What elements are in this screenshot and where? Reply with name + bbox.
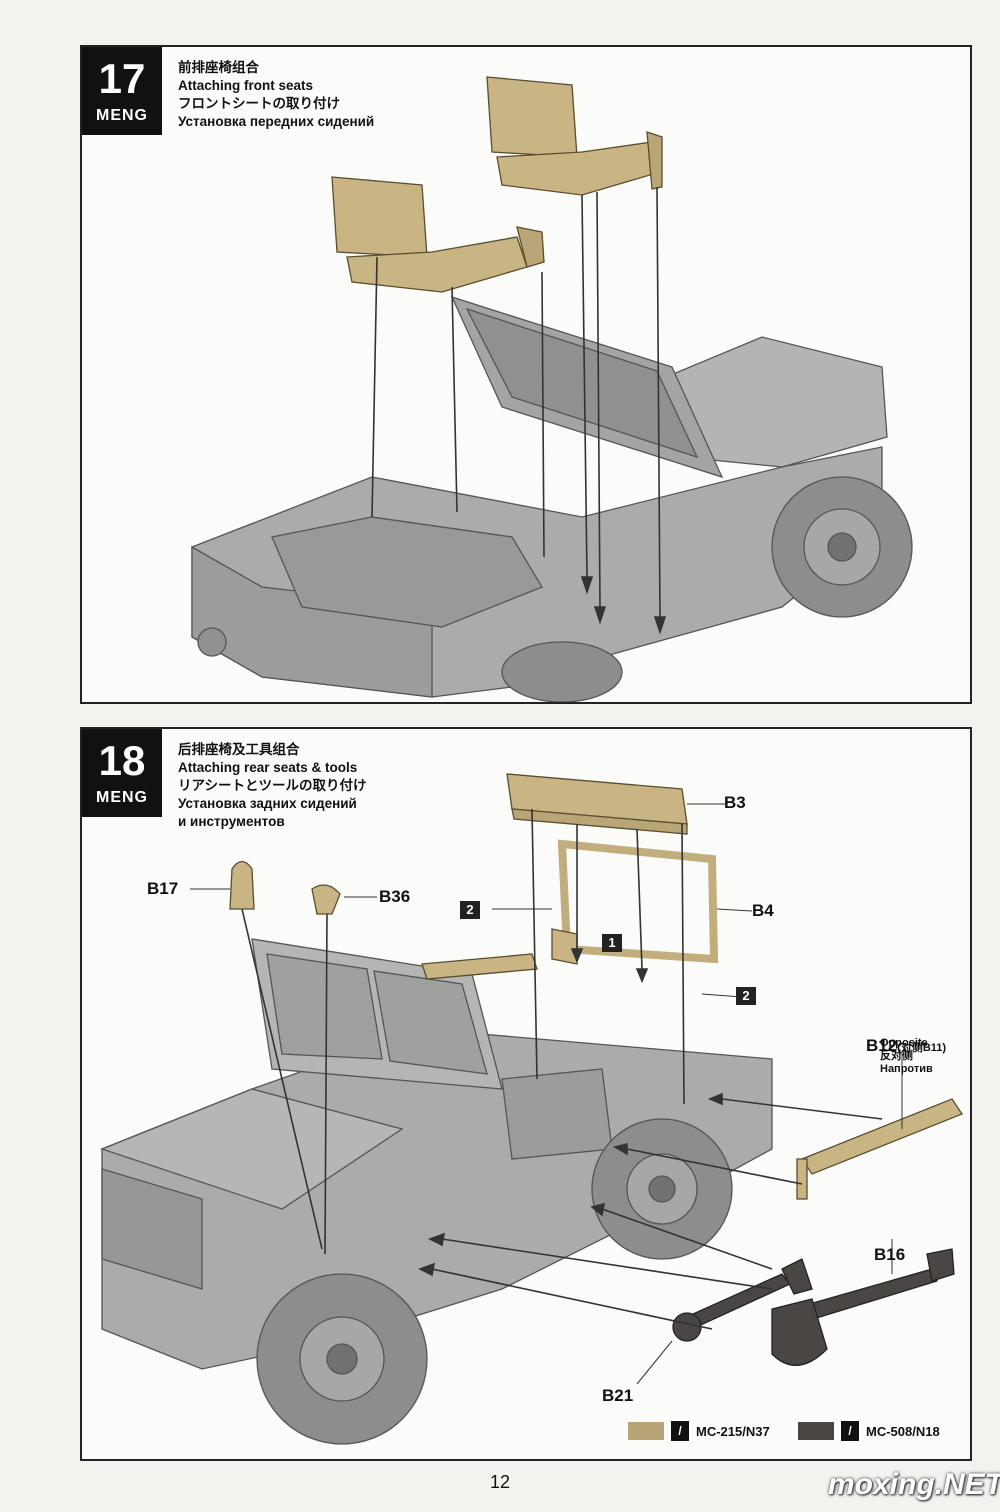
paint-swatch-tan xyxy=(628,1422,664,1440)
sequence-marker-2: 2 xyxy=(460,901,480,919)
title-ru: Установка передних сидений xyxy=(178,114,375,129)
step-17-titles: 前排座椅组合 Attaching front seats フロントシートの取り付… xyxy=(178,59,374,131)
title-zh: 前排座椅组合 xyxy=(178,60,259,75)
front-seats-assembly-drawing xyxy=(191,76,913,702)
opposite-zh: 反对侧 xyxy=(880,1050,913,1062)
paint-legend-tan: / MC-215/N37 xyxy=(628,1420,770,1442)
rear-seats-tools-assembly-drawing xyxy=(100,773,963,1445)
opposite-en: Opposite xyxy=(880,1037,928,1049)
part-label-b21: B21 xyxy=(602,1386,634,1405)
part-label-b3: B3 xyxy=(724,793,746,812)
part-label-b4: B4 xyxy=(752,901,774,920)
title-zh: 后排座椅及工具组合 xyxy=(178,742,300,757)
part-label-b12: B12(对侧B11) xyxy=(866,1036,946,1056)
part-label-b16: B16 xyxy=(874,1245,906,1264)
paint-legend-dark: / MC-508/N18 xyxy=(798,1420,940,1442)
opposite-note: Opposite 反对侧 Напротив xyxy=(880,1037,933,1076)
page-number: 12 xyxy=(489,1472,511,1492)
watermark: moxing.NET xyxy=(828,1468,1000,1501)
step-17-badge: 17 MENG xyxy=(82,47,162,135)
opposite-ru: Напротив xyxy=(880,1063,933,1075)
title-ja: リアシートとツールの取り付け xyxy=(178,778,367,793)
step-number: 18 xyxy=(98,737,146,784)
paint-brush-icon: / xyxy=(670,1420,690,1442)
part-label-b36: B36 xyxy=(379,887,411,906)
b12-note: (对侧B11) xyxy=(897,1042,947,1054)
step-18-badge: 18 MENG xyxy=(82,729,162,817)
title-ja: フロントシートの取り付け xyxy=(178,96,340,111)
step-18-panel: 18 MENG 后排座椅及工具组合 Attaching rear seats &… xyxy=(80,727,972,1461)
step-18-titles: 后排座椅及工具组合 Attaching rear seats & tools リ… xyxy=(178,741,366,831)
meng-logo: MENG xyxy=(96,789,148,806)
title-en: Attaching rear seats & tools xyxy=(178,760,358,775)
title-ru-line-2: и инструментов xyxy=(178,814,285,829)
meng-logo: MENG xyxy=(96,107,148,124)
sequence-marker-2: 2 xyxy=(736,987,756,1005)
paint-brush-icon: / xyxy=(840,1420,860,1442)
part-label-b17: B17 xyxy=(147,879,179,898)
title-en: Attaching front seats xyxy=(178,78,314,93)
paint-swatch-dark xyxy=(798,1422,834,1440)
step-17-panel: 17 MENG 前排座椅组合 Attaching front seats フロン… xyxy=(80,45,972,704)
step-number: 17 xyxy=(98,55,146,102)
paint-code: MC-215/N37 xyxy=(696,1423,770,1439)
paint-code: MC-508/N18 xyxy=(866,1423,940,1439)
title-ru-line-1: Установка задних сидений xyxy=(178,796,357,811)
b12-code: B12 xyxy=(866,1036,898,1055)
sequence-marker-1: 1 xyxy=(602,934,622,952)
